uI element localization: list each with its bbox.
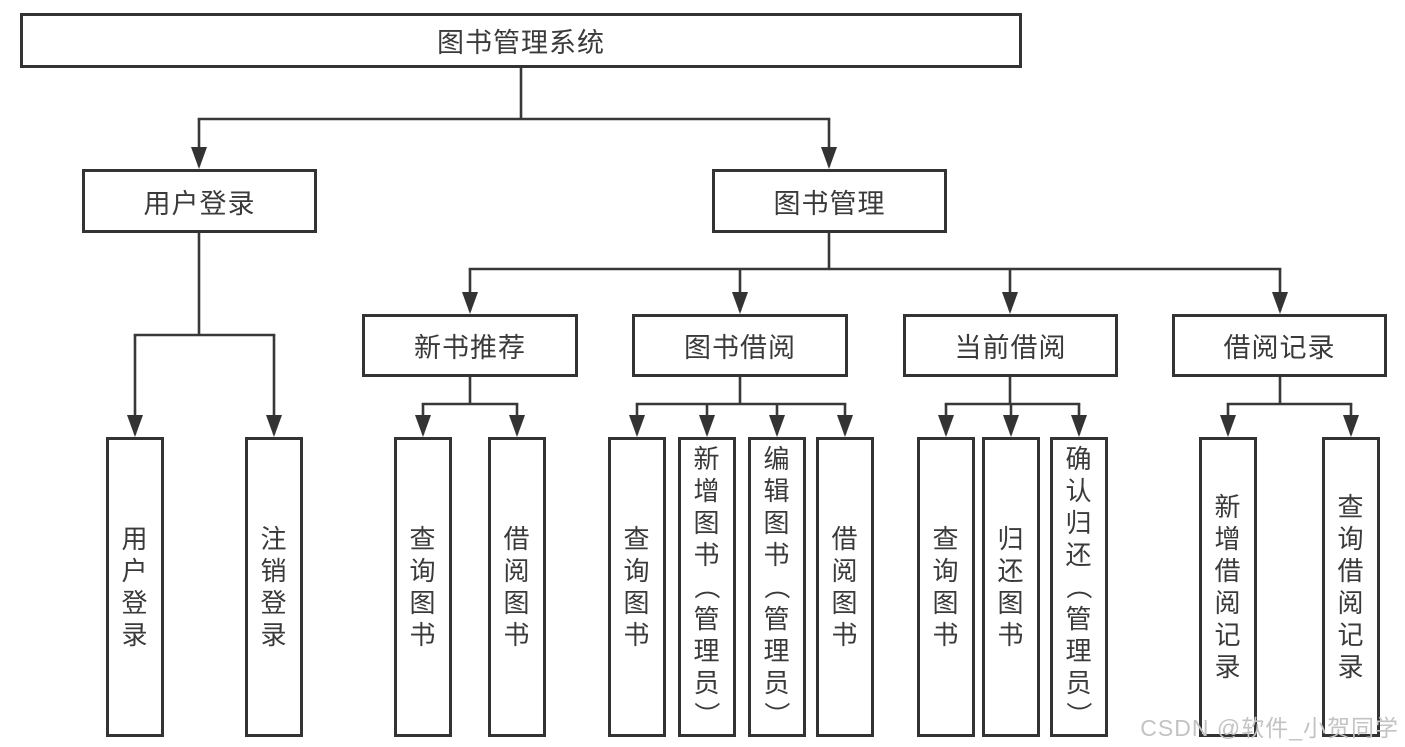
leaf-query-books-current: 查询图书 <box>917 437 975 737</box>
leaf-add-book-admin: 新增图书（管理员） <box>678 437 736 737</box>
leaf-confirm-return-admin: 确认归还（管理员） <box>1050 437 1108 737</box>
leaf-user-login: 用户登录 <box>106 437 164 737</box>
leaf-borrow-books-recommend: 借阅图书 <box>488 437 546 737</box>
node-book-borrow: 图书借阅 <box>632 314 848 377</box>
node-new-book-recommend: 新书推荐 <box>362 314 578 377</box>
leaf-query-books-recommend: 查询图书 <box>394 437 452 737</box>
leaf-logout: 注销登录 <box>245 437 303 737</box>
leaf-query-books-borrow: 查询图书 <box>608 437 666 737</box>
leaf-query-borrow-record: 查询借阅记录 <box>1322 437 1380 737</box>
leaf-borrow-books: 借阅图书 <box>816 437 874 737</box>
leaf-add-borrow-record: 新增借阅记录 <box>1199 437 1257 737</box>
node-book-management: 图书管理 <box>712 169 947 233</box>
leaf-edit-book-admin: 编辑图书（管理员） <box>748 437 806 737</box>
leaf-return-book: 归还图书 <box>982 437 1040 737</box>
node-library-management-system: 图书管理系统 <box>20 13 1022 68</box>
csdn-watermark: CSDN @软件_小贺同学 <box>1140 715 1399 741</box>
node-user-login: 用户登录 <box>82 169 317 233</box>
node-current-borrow: 当前借阅 <box>903 314 1118 377</box>
node-borrow-records: 借阅记录 <box>1172 314 1387 377</box>
